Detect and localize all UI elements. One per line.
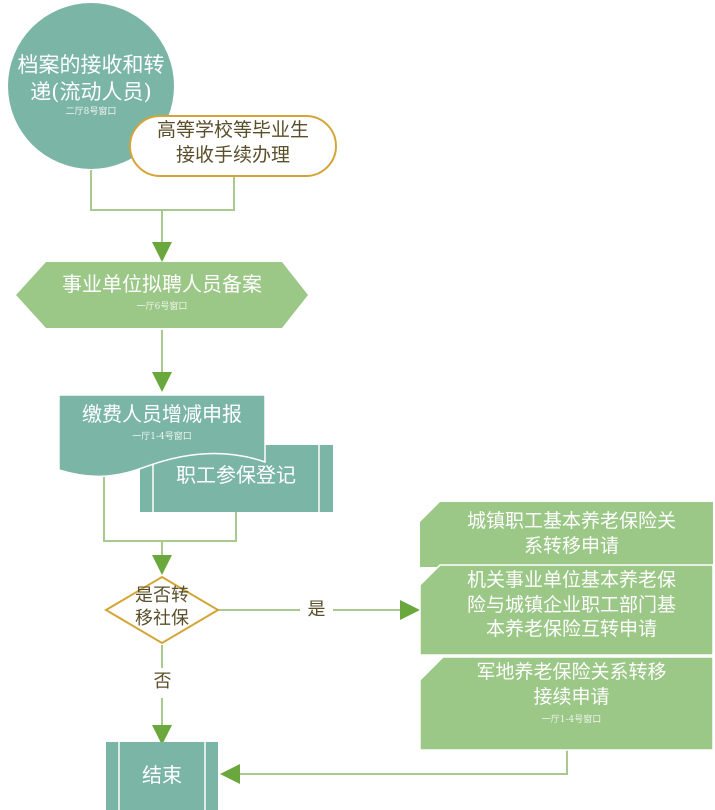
archive-title-line1: 档案的接收和转 [17, 53, 165, 77]
archive-node-shape [8, 3, 174, 169]
archive-node[interactable]: 档案的接收和转 递(流动人员) 二厅8号窗口 [8, 52, 174, 118]
graduates-node[interactable]: 高等学校等毕业生 接收手续办理 [130, 118, 336, 167]
end-node[interactable]: 结束 [119, 762, 205, 788]
public-institution-node[interactable]: 事业单位拟聘人员备案 一厅6号窗口 [16, 268, 308, 314]
transfer1-node-shape [420, 502, 713, 567]
decision-line1: 是否转 [135, 585, 189, 606]
transfer2-node-shape [419, 564, 714, 656]
connector-to-end [220, 750, 568, 784]
graduates-line2: 接收手续办理 [175, 143, 290, 166]
decision-node-shape [104, 575, 220, 645]
connector-middle-merge [103, 470, 237, 542]
decision-line2: 移社保 [135, 607, 189, 629]
transfer1-line1: 城镇职工基本养老保险关 [466, 510, 676, 532]
transfer2-line2: 险与城镇企业职工部门基 [466, 593, 676, 616]
transfer3-node-shape [419, 656, 714, 751]
public-institution-window: 一厅6号窗口 [136, 302, 188, 312]
archive-window: 二厅8号窗口 [65, 106, 117, 117]
transfer2-node[interactable]: 机关事业单位基本养老保 险与城镇企业职工部门基 本养老保险互转申请 [430, 568, 713, 642]
registration-title: 职工参保登记 [176, 463, 296, 487]
graduates-line1: 高等学校等毕业生 [156, 119, 309, 141]
payment-window: 一厅1-4号窗口 [132, 432, 192, 442]
yes-label: 是 [307, 599, 326, 620]
end-title: 结束 [142, 763, 182, 787]
payment-node[interactable]: 缴费人员增减申报 一厅1-4号窗口 [59, 398, 265, 444]
graduates-node-shape [129, 115, 337, 177]
payment-node-shape [58, 394, 266, 478]
public-institution-node-shape [16, 262, 308, 328]
transfer3-window: 一厅1-4号窗口 [541, 715, 602, 726]
transfer3-node[interactable]: 军地养老保险关系转移 接续申请 一厅1-4号窗口 [430, 660, 713, 727]
transfer2-line1: 机关事业单位基本养老保 [466, 569, 676, 591]
transfer3-line2: 接续申请 [533, 685, 610, 708]
archive-title-line2: 递(流动人员) [30, 80, 152, 105]
payment-title: 缴费人员增减申报 [82, 402, 242, 426]
transfer3-line1: 军地养老保险关系转移 [476, 661, 667, 683]
transfer1-line2: 系转移申请 [523, 534, 619, 557]
transfer2-line3: 本养老保险互转申请 [485, 618, 657, 641]
transfer1-node[interactable]: 城镇职工基本养老保险关 系转移申请 [430, 509, 713, 558]
public-institution-title: 事业单位拟聘人员备案 [62, 272, 262, 296]
end-node-shape [106, 742, 218, 810]
no-label: 否 [153, 671, 172, 692]
registration-node[interactable]: 职工参保登记 [153, 462, 319, 488]
decision-node[interactable]: 是否转 移社保 [106, 585, 218, 630]
